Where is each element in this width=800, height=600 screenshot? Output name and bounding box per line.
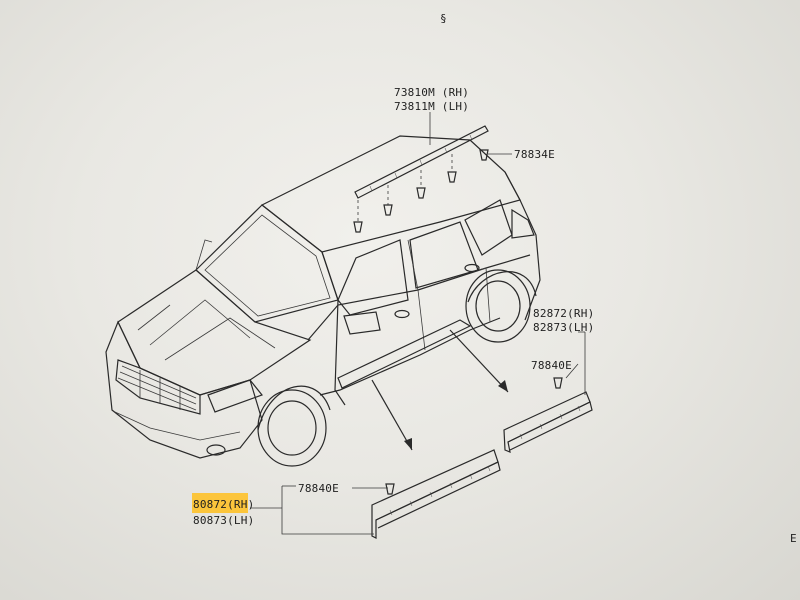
- label-front-rh: 80872(RH): [193, 498, 254, 511]
- label-roof-lh: 73811M (LH): [394, 100, 469, 113]
- label-roof-rh: 73810M (RH): [394, 86, 469, 99]
- part-labels: 73810M (RH) 73811M (LH) 78834E 82872(RH)…: [193, 12, 797, 545]
- roof-clips: [353, 149, 489, 233]
- label-clip-roof: 78834E: [514, 148, 555, 161]
- front-part-bracket: [250, 485, 388, 535]
- explode-arrows: [371, 329, 509, 451]
- label-clip-rear: 78840E: [531, 359, 572, 372]
- rear-part-bracket: [565, 331, 586, 395]
- part-number-highlight: [192, 493, 248, 513]
- label-rear-lh: 82873(LH): [533, 321, 594, 334]
- roof-moulding: [354, 125, 489, 199]
- label-front-lh: 80873(LH): [193, 514, 254, 527]
- label-clip-front: 78840E: [298, 482, 339, 495]
- vehicle-outline: [105, 135, 541, 467]
- front-sill-moulding: [371, 449, 501, 539]
- label-corner-mark: E: [790, 532, 797, 545]
- label-top-mark: §: [440, 12, 447, 25]
- label-rear-rh: 82872(RH): [533, 307, 594, 320]
- rear-sill-moulding: [503, 377, 593, 453]
